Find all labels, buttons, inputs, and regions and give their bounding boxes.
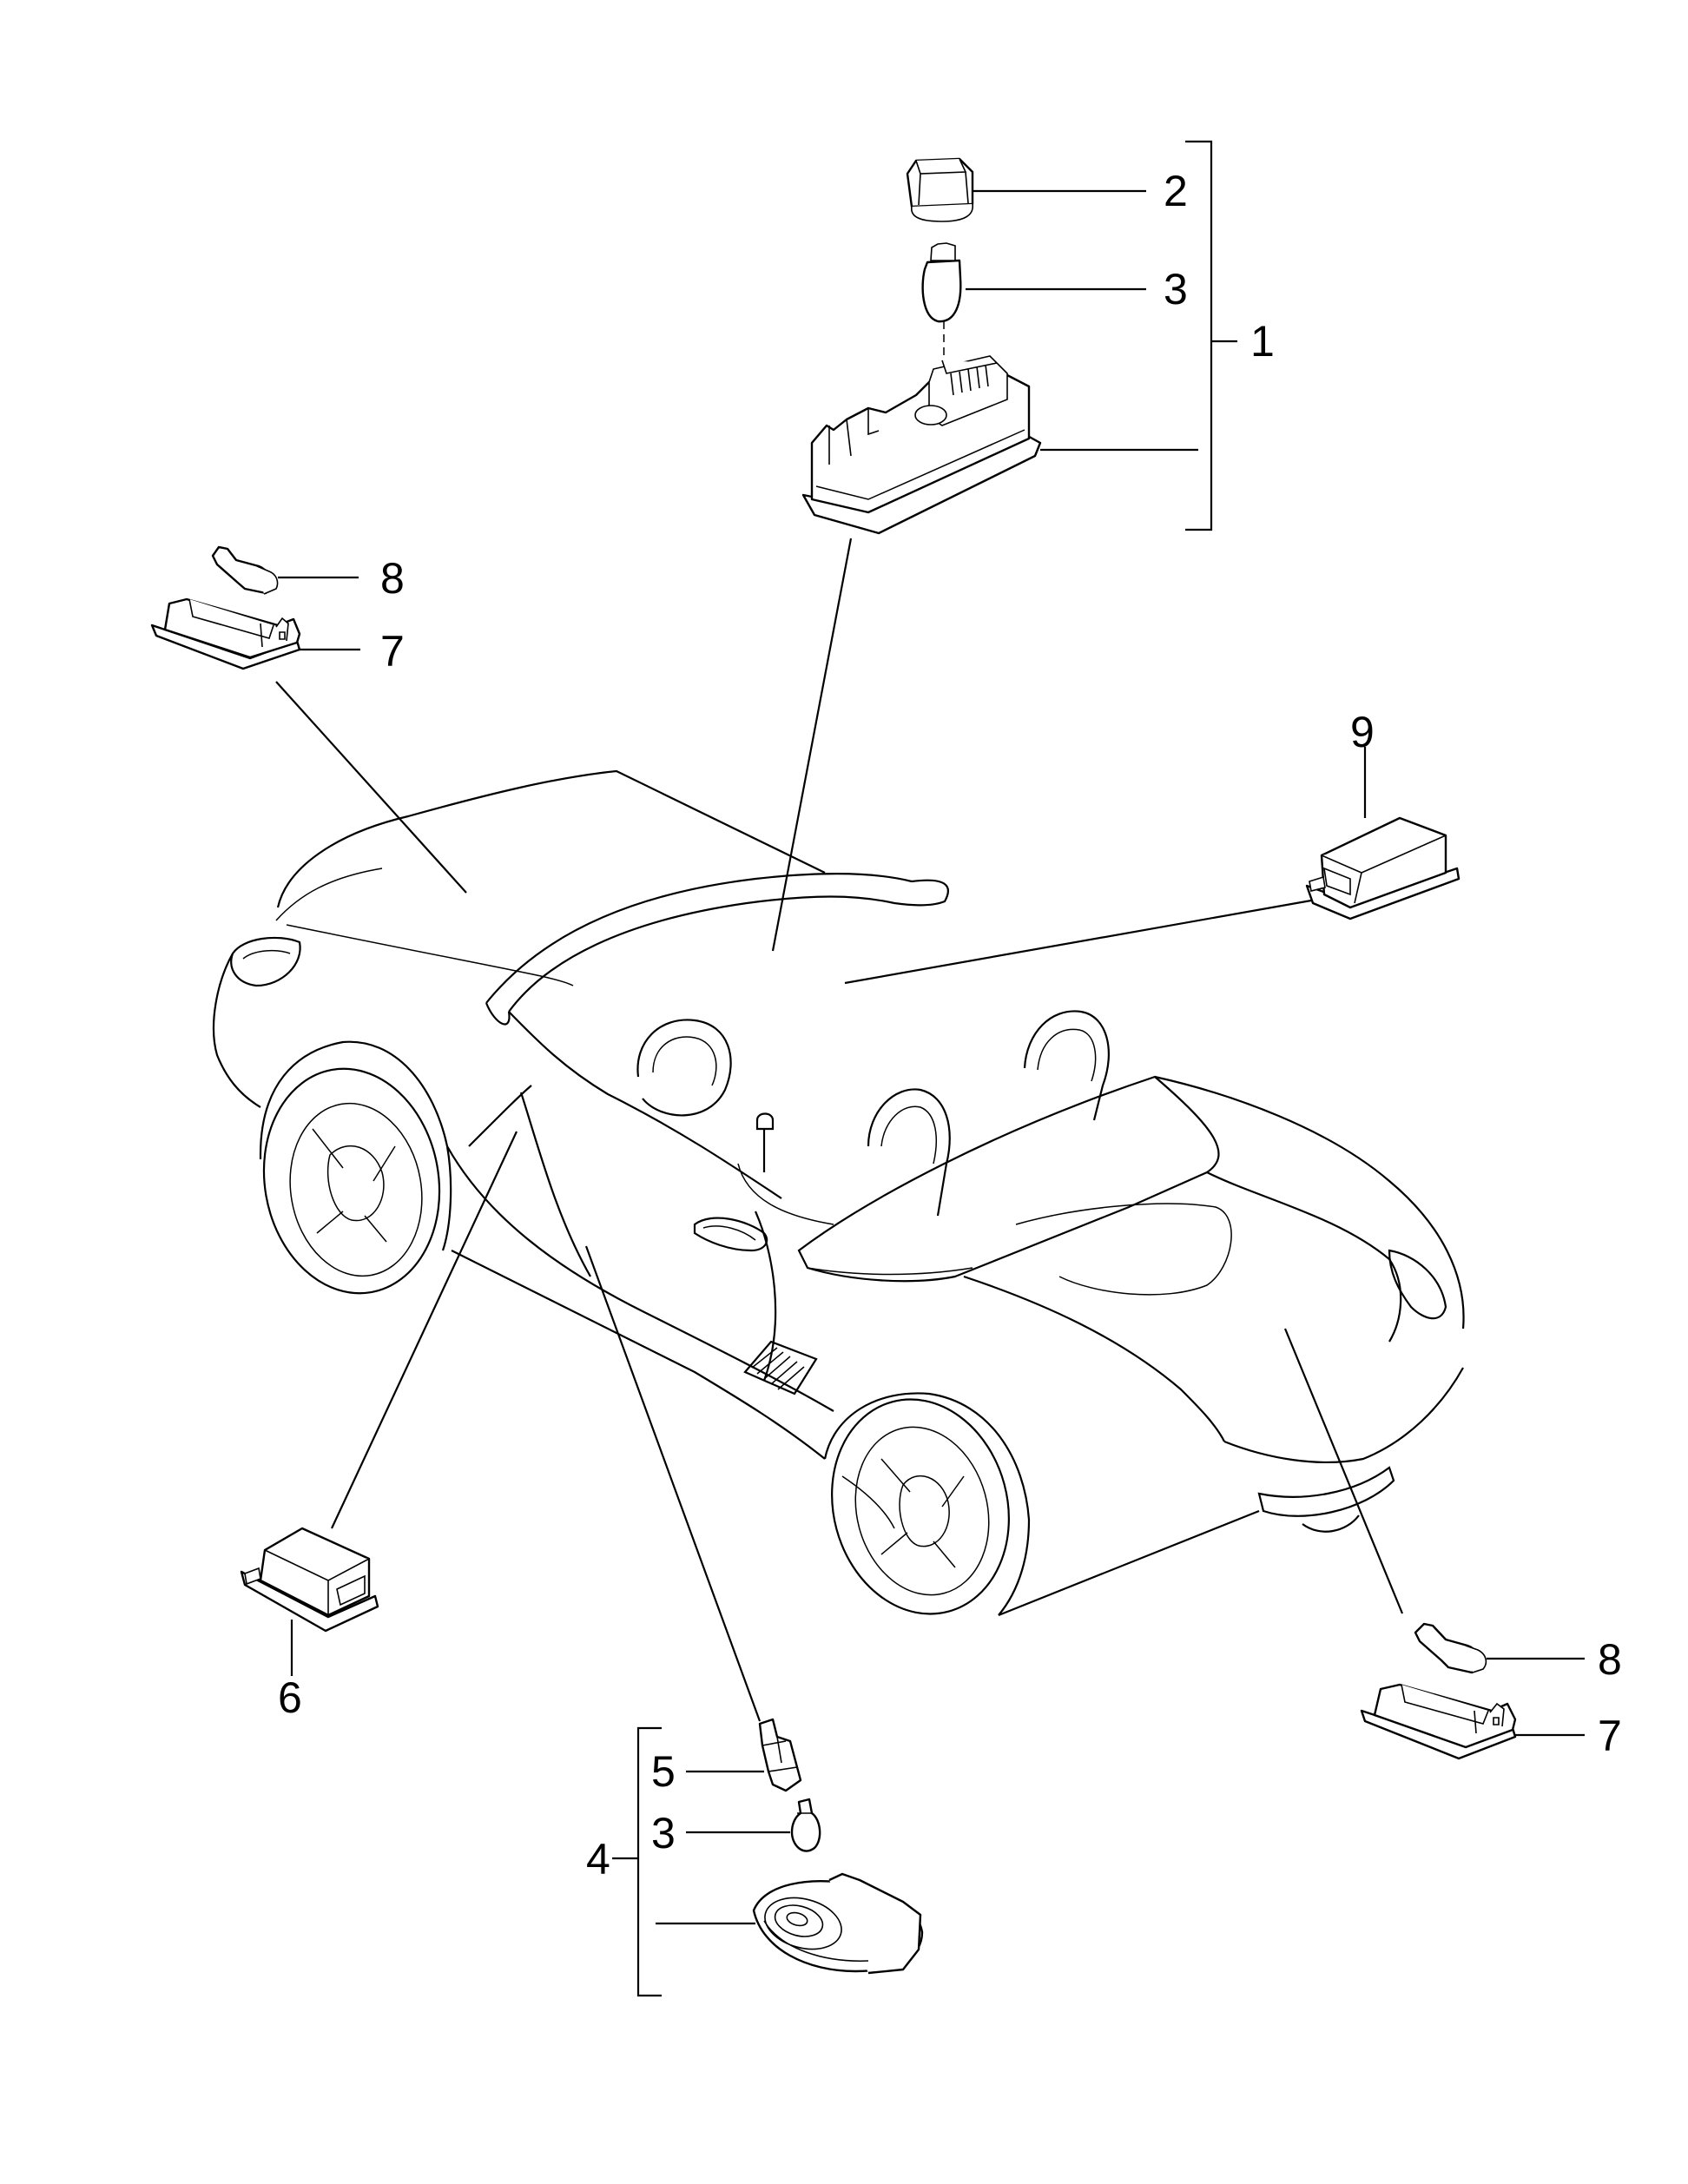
luggage-light-left-icon: [150, 597, 301, 670]
part-4-door-light-assembly: [584, 1245, 924, 1997]
callout-3-top: 3: [1164, 265, 1188, 313]
callout-7-right: 7: [1598, 1712, 1622, 1760]
small-bulb-icon: [790, 1798, 821, 1852]
part-6-module: [240, 1131, 518, 1676]
callout-2: 2: [1164, 167, 1188, 215]
door-lamp-lens-icon: [752, 1872, 924, 1975]
part-1-interior-light-assembly: [771, 140, 1237, 952]
callout-7-left: 7: [380, 627, 405, 676]
luggage-light-right-icon: [1360, 1683, 1517, 1760]
callout-5: 5: [651, 1747, 676, 1796]
bulb-socket-icon: [758, 1718, 802, 1792]
callout-8-left: 8: [380, 554, 405, 603]
part-7-8-right-assembly: [1283, 1328, 1585, 1760]
callout-1: 1: [1250, 317, 1275, 366]
callout-3-bottom: 3: [651, 1809, 676, 1857]
bulb-festoon-icon: [211, 545, 279, 595]
roof-light-housing-icon: [801, 355, 1042, 535]
car-illustration: [212, 769, 1465, 1617]
bulb-icon: [921, 242, 962, 365]
callout-9: 9: [1350, 708, 1375, 756]
part-7-8-left-assembly: [150, 545, 467, 894]
bulb-festoon-right-icon: [1414, 1622, 1487, 1674]
callout-8-right: 8: [1598, 1635, 1622, 1684]
callout-4: 4: [586, 1835, 610, 1884]
bulb-holder-icon: [906, 157, 974, 222]
part-9-module: [844, 747, 1461, 985]
module-box-right-icon: [1305, 816, 1461, 920]
callout-6: 6: [278, 1673, 302, 1722]
module-box-left-icon: [240, 1527, 379, 1633]
